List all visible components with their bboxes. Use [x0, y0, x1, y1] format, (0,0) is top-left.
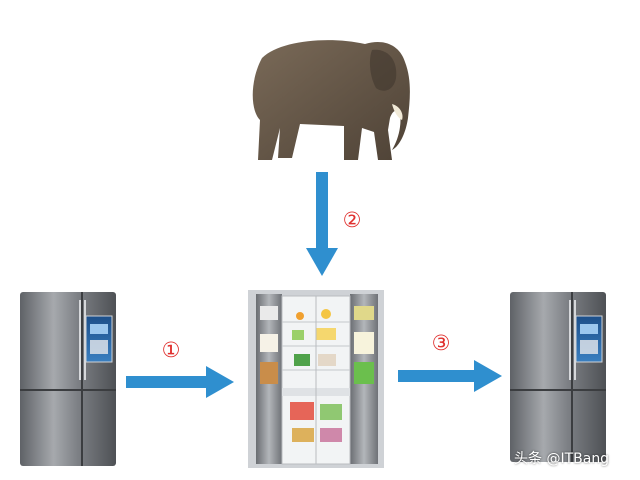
arrow-step-2 — [306, 172, 338, 276]
fridge-closed-right — [510, 292, 606, 462]
step-label-3: ③ — [432, 331, 451, 355]
watermark: 头条 @ITBang — [514, 451, 610, 467]
step-label-1: ① — [162, 338, 181, 362]
arrow-step-1 — [126, 366, 234, 398]
step-label-2: ② — [343, 208, 362, 232]
fridge-closed-left — [20, 292, 116, 466]
fridge-open-center — [248, 290, 384, 468]
elephant — [252, 40, 410, 160]
arrow-step-3 — [398, 360, 502, 392]
